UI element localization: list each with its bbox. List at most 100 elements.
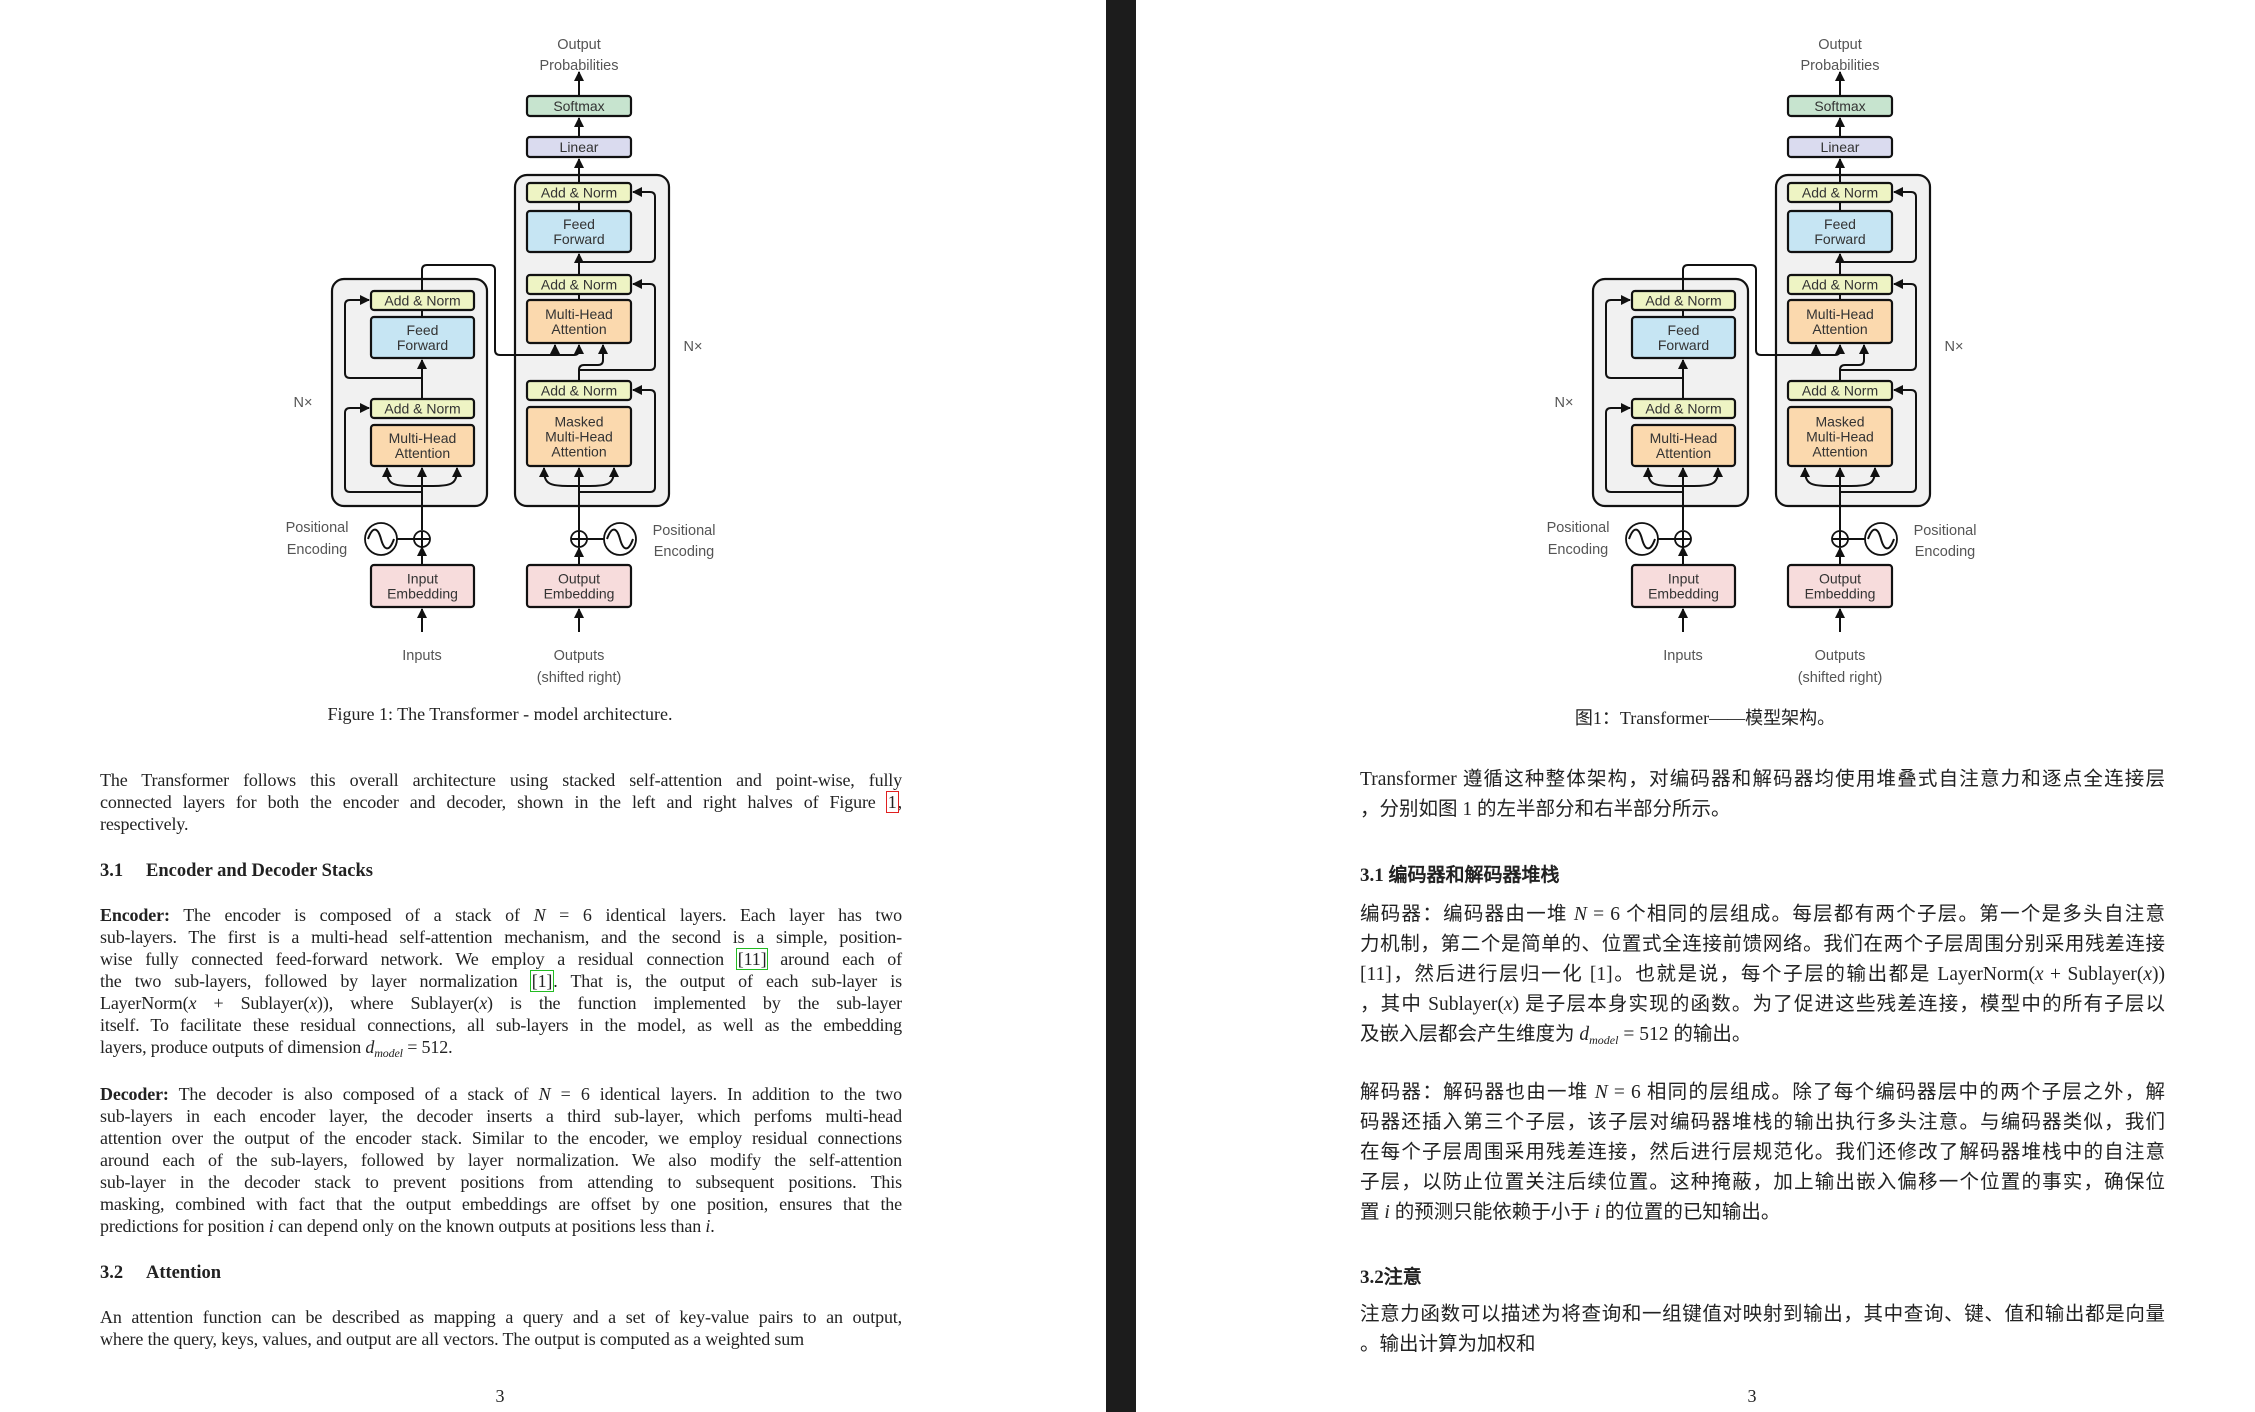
- output-embedding-label: Embedding: [544, 586, 615, 602]
- encoder-add-norm-2: [369, 289, 476, 312]
- encoder-feed-forward: [369, 315, 476, 360]
- text-line: 子层，以防止位置关注后续位置。这种掩蔽，加上输出嵌入偏移一个位置的事实，确保位: [1360, 1172, 2165, 1193]
- decoder-masked-attention-label: Masked: [554, 414, 603, 430]
- text-span: Encoder:: [100, 905, 170, 925]
- page-number: 3: [1747, 1386, 1757, 1406]
- text-span: = 6 个相同的层组成。每层都有两个子层。第一个是多头自注意: [1586, 904, 2165, 925]
- text-line: Transformer 遵循这种整体架构，对编码器和解码器均使用堆叠式自注意力和…: [1360, 769, 2165, 790]
- output-embedding: [1786, 563, 1894, 609]
- text-span: The encoder is composed of a stack of: [169, 905, 534, 925]
- encoder-paragraph: 编码器：编码器由一堆 N = 6 个相同的层组成。每层都有两个子层。第一个是多头…: [1360, 900, 2165, 1050]
- decoder-multi-head-attention: [525, 298, 633, 345]
- softmax-box: [525, 94, 633, 118]
- positional-encoding-label: Encoding: [1915, 544, 1975, 560]
- text-span: )): [2152, 964, 2165, 985]
- encoder-add-norm-2-label: Add & Norm: [1645, 293, 1721, 309]
- text-span: The decoder is also composed of a stack …: [168, 1084, 539, 1104]
- linear-box-label: Linear: [560, 139, 599, 155]
- text-span: N: [1594, 1082, 1608, 1103]
- residual-connection: [1605, 295, 1683, 379]
- connector-line: [539, 467, 580, 487]
- text-span: 的预测只能依赖于小于: [1389, 1202, 1595, 1223]
- text-line: wise fully connected feed-forward networ…: [100, 948, 902, 970]
- decoder-nx-label: N×: [684, 339, 703, 355]
- text-span: wise fully connected feed-forward networ…: [100, 949, 737, 969]
- connector-line: [1643, 467, 1684, 487]
- decoder-feed-forward-label: Feed: [1824, 216, 1856, 232]
- residual-connection: [1840, 187, 1917, 263]
- input-embedding-label: Embedding: [387, 586, 458, 602]
- text-span: 编码器：编码器由一堆: [1360, 904, 1574, 925]
- encoder-multi-head-attention: [1630, 423, 1737, 468]
- linear-box: [525, 135, 633, 159]
- output-embedding: [525, 563, 633, 609]
- connector-line: [421, 467, 462, 487]
- outputs-label: (shifted right): [1798, 670, 1883, 686]
- decoder-multi-head-attention-label: Attention: [1812, 321, 1867, 337]
- decoder-add-norm-2-label: Add & Norm: [1802, 277, 1878, 293]
- plus-icon: [1675, 531, 1691, 547]
- text-span: around each of: [767, 949, 903, 969]
- text-span: x: [309, 993, 318, 1013]
- text-span: can depend only on the known outputs at …: [273, 1216, 706, 1236]
- softmax-box-label: Softmax: [1814, 98, 1865, 114]
- attention-paragraph: An attention function can be described a…: [100, 1306, 902, 1350]
- encoder-multi-head-attention-label: Attention: [395, 445, 450, 461]
- connector-line: [578, 467, 619, 487]
- connector-line: [578, 344, 608, 381]
- text-span: N: [533, 905, 546, 925]
- text-span: [11]，然后进行层归一化 [1]。也就是说，每个子层的输出都是 LayerNo…: [1360, 964, 2035, 985]
- text-line: 置 i 的预测只能依赖于小于 i 的位置的已知输出。: [1360, 1198, 2165, 1228]
- text-span: 的位置的已知输出。: [1600, 1202, 1781, 1223]
- section-title: Attention: [146, 1263, 222, 1283]
- text-line: where the query, keys, values, and outpu…: [100, 1329, 804, 1349]
- text-span: ) is the function implemented by the sub…: [487, 993, 902, 1013]
- connector-line: [1811, 344, 1845, 356]
- decoder-add-norm-3-label: Add & Norm: [1802, 185, 1878, 201]
- text-line: predictions for position i can depend on…: [100, 1215, 902, 1237]
- encoder-multi-head-attention-label: Multi-Head: [389, 430, 457, 446]
- text-span: ,: [897, 792, 903, 812]
- text-span: ，其中 Sublayer(: [1360, 994, 1504, 1015]
- connector-line: [1800, 467, 1841, 487]
- softmax-box-label: Softmax: [553, 98, 604, 114]
- citation-link[interactable]: [1]: [529, 970, 555, 992]
- encoder-feed-forward-label: Feed: [407, 322, 439, 338]
- text-span: x: [479, 993, 488, 1013]
- decoder-multi-head-attention-label: Multi-Head: [545, 306, 613, 322]
- encoder-multi-head-attention: [369, 423, 476, 468]
- citation-link[interactable]: [11]: [735, 948, 769, 970]
- text-span: x: [2143, 964, 2152, 985]
- text-span: 及嵌入层都会产生维度为: [1360, 1024, 1580, 1045]
- output-embedding-label: Embedding: [1805, 586, 1876, 602]
- positional-encoding-label: Positional: [1914, 523, 1977, 539]
- encoder-paragraph: Encoder: The encoder is composed of a st…: [100, 904, 902, 1060]
- text-span: + Sublayer(: [2043, 964, 2144, 985]
- output-probabilities-label: Probabilities: [540, 58, 619, 74]
- positional-encoding-label: Encoding: [287, 542, 347, 558]
- positional-encoding-label: Positional: [653, 523, 716, 539]
- figure-caption: 图1：Transformer——模型架构。: [1574, 708, 1836, 728]
- residual-connection: [344, 295, 422, 379]
- output-probabilities-label: Output: [557, 37, 601, 53]
- encoder-nx-label: N×: [294, 395, 313, 411]
- output-probabilities-label: Probabilities: [1801, 58, 1880, 74]
- page-number: 3: [495, 1386, 505, 1406]
- text-span: model: [374, 1046, 403, 1060]
- citation-link[interactable]: 1: [885, 791, 899, 813]
- encoder-feed-forward-label: Feed: [1668, 322, 1700, 338]
- text-line: around each of the sub-layers, followed …: [100, 1150, 902, 1170]
- encoder-add-norm-1-label: Add & Norm: [1645, 401, 1721, 417]
- text-line: layers, produce outputs of dimension dmo…: [100, 1036, 902, 1060]
- decoder-add-norm-2: [1786, 273, 1894, 296]
- decoder-multi-head-attention: [1786, 298, 1894, 345]
- linear-box-label: Linear: [1821, 139, 1860, 155]
- text-line: sub-layers. The first is a multi-head se…: [100, 927, 902, 947]
- text-span: x: [2034, 964, 2044, 985]
- input-embedding: [1630, 563, 1737, 609]
- connector-line: [550, 344, 584, 356]
- decoder-add-norm-3: [1786, 181, 1894, 204]
- encoder-multi-head-attention-label: Attention: [1656, 445, 1711, 461]
- sine-wave-icon: [367, 528, 395, 550]
